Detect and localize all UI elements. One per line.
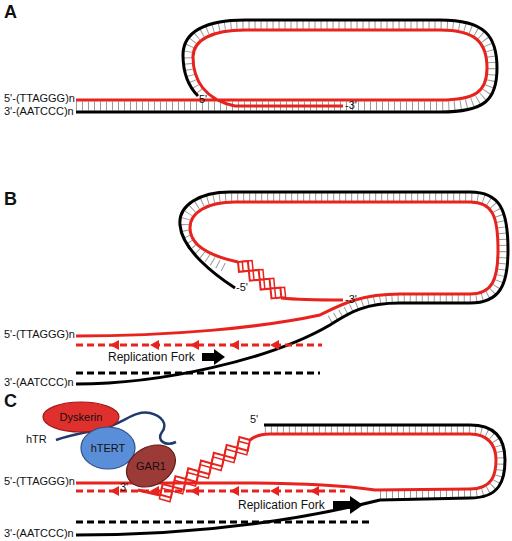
c-strand xyxy=(76,20,497,112)
c-strand xyxy=(76,425,505,535)
fork-arrow xyxy=(333,496,363,514)
c-strand xyxy=(76,192,508,384)
arrowheads xyxy=(110,486,319,496)
end-label: -3' xyxy=(345,294,357,305)
new-c-strand xyxy=(76,372,320,375)
strand-label: 5'-(TTAGGG)n xyxy=(4,93,75,104)
arrowheads xyxy=(110,340,279,350)
protein-text-box: GAR1 xyxy=(124,446,178,486)
protein-text-box: hTERT xyxy=(80,426,136,470)
protein-ellipse: hTERT xyxy=(80,426,136,470)
g-strand xyxy=(281,298,343,300)
protein-name: hTERT xyxy=(91,442,126,454)
fork-arrow xyxy=(202,349,225,365)
g-strand xyxy=(76,30,487,106)
panel-letter: C xyxy=(4,392,17,410)
rna-label: hTR xyxy=(26,434,47,445)
strand-label: 3'-(AATCCC)n xyxy=(4,528,74,539)
end-label: 3' xyxy=(120,482,128,493)
g-quadruplex xyxy=(238,256,290,302)
strand-label: 5'-(TTAGGG)n xyxy=(4,476,75,487)
fork-label: Replication Fork xyxy=(238,499,325,511)
protein-name: GAR1 xyxy=(136,460,166,472)
protein-name: Dyskerin xyxy=(60,411,103,423)
strand-label: 5'-(TTAGGG)n xyxy=(4,329,75,340)
protein-ellipse xyxy=(81,427,135,469)
base-pair-rungs xyxy=(76,25,492,106)
new-c-strand xyxy=(76,521,370,524)
panel-letter: A xyxy=(4,3,17,21)
end-label: -3' xyxy=(345,100,357,111)
protein-ellipse xyxy=(119,437,183,496)
panel-letter: B xyxy=(4,190,17,208)
protein-ellipse: GAR1 xyxy=(124,446,178,486)
g-strand xyxy=(76,202,498,336)
strand-label: 3'-(AATCCC)n xyxy=(4,106,74,117)
end-label: 5' xyxy=(250,414,258,425)
end-label: -5' xyxy=(236,282,248,293)
fork-label: Replication Fork xyxy=(108,351,195,363)
strand-label: 3'-(AATCCC)n xyxy=(4,377,74,388)
end-label: 5' xyxy=(199,94,207,105)
